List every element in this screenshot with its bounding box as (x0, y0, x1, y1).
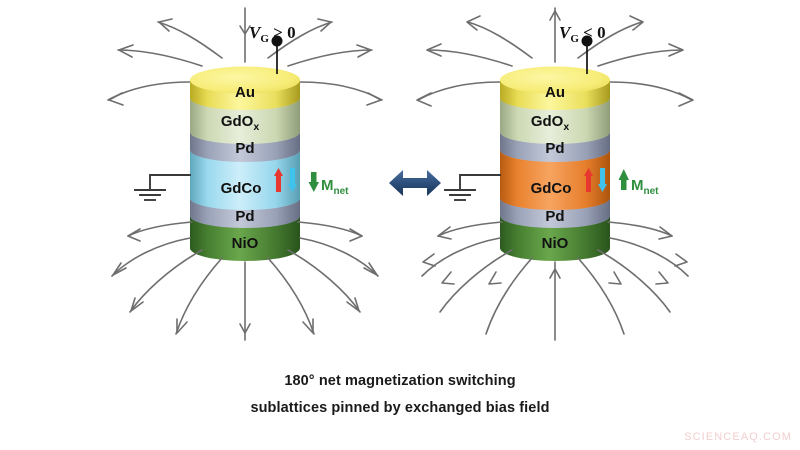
layer-label-pd-lower-left: Pd (235, 208, 254, 225)
gate-contact-dot-left (271, 35, 283, 47)
layer-label-pd-upper-left: Pd (235, 140, 254, 157)
pillar-left: Au GdOx Pd GdCo Pd NiO Mnet (107, 7, 383, 341)
field-lines-bottom-left (111, 221, 379, 341)
sublattice-arrow-gd-right (584, 168, 593, 192)
layer-label-nio-right: NiO (542, 235, 569, 252)
net-magnetization-label-left: Mnet (321, 177, 349, 197)
sublattice-arrows-right (584, 168, 607, 192)
pillar-right-stack (500, 66, 610, 261)
gate-contact-dot-right (581, 35, 593, 47)
pillar-right: Au GdOx Pd GdCo Pd NiO Mnet (416, 7, 694, 341)
layer-label-gdox-left: GdOx (221, 113, 260, 133)
layer-au-right (500, 66, 610, 110)
net-magnetization-label-right: Mnet (631, 177, 659, 197)
gate-electrode-right (581, 35, 593, 74)
sublattice-arrow-co-right (598, 168, 607, 192)
field-lines-bottom-right (421, 221, 689, 341)
caption-line-2: sublattices pinned by exchanged bias fie… (250, 400, 550, 416)
field-lines-top-left (107, 7, 383, 106)
layer-label-au-right: Au (545, 84, 565, 101)
ground-symbol-right (444, 174, 501, 201)
layer-label-pd-lower-right: Pd (545, 208, 564, 225)
layer-label-nio-left: NiO (232, 235, 259, 252)
layer-label-gdox-right: GdOx (531, 113, 570, 133)
net-magnetization-arrow-right (618, 169, 629, 190)
layer-label-gdco-right: GdCo (531, 180, 572, 197)
net-magnetization-left: Mnet (308, 172, 349, 197)
layer-label-gdco-left: GdCo (221, 180, 262, 197)
net-magnetization-right: Mnet (618, 169, 659, 197)
watermark: SCIENCEAQ.COM (684, 431, 792, 443)
gate-voltage-label-left: VG > 0 (249, 23, 296, 45)
pillar-left-stack (190, 66, 300, 261)
sublattice-arrow-co-left (288, 168, 297, 192)
net-magnetization-arrow-left (308, 172, 319, 192)
gate-electrode-left (271, 35, 283, 74)
layer-label-au-left: Au (235, 84, 255, 101)
sublattice-arrow-gd-left (274, 168, 283, 192)
field-lines-top-right (416, 7, 694, 107)
layer-au-left (190, 66, 300, 110)
caption-line-1: 180° net magnetization switching (284, 373, 516, 389)
gate-voltage-label-right: VG < 0 (559, 23, 606, 45)
layer-label-pd-upper-right: Pd (545, 140, 564, 157)
bidirectional-switch-arrow (389, 170, 441, 196)
ground-symbol-left (134, 174, 191, 201)
sublattice-arrows-left (274, 168, 297, 192)
